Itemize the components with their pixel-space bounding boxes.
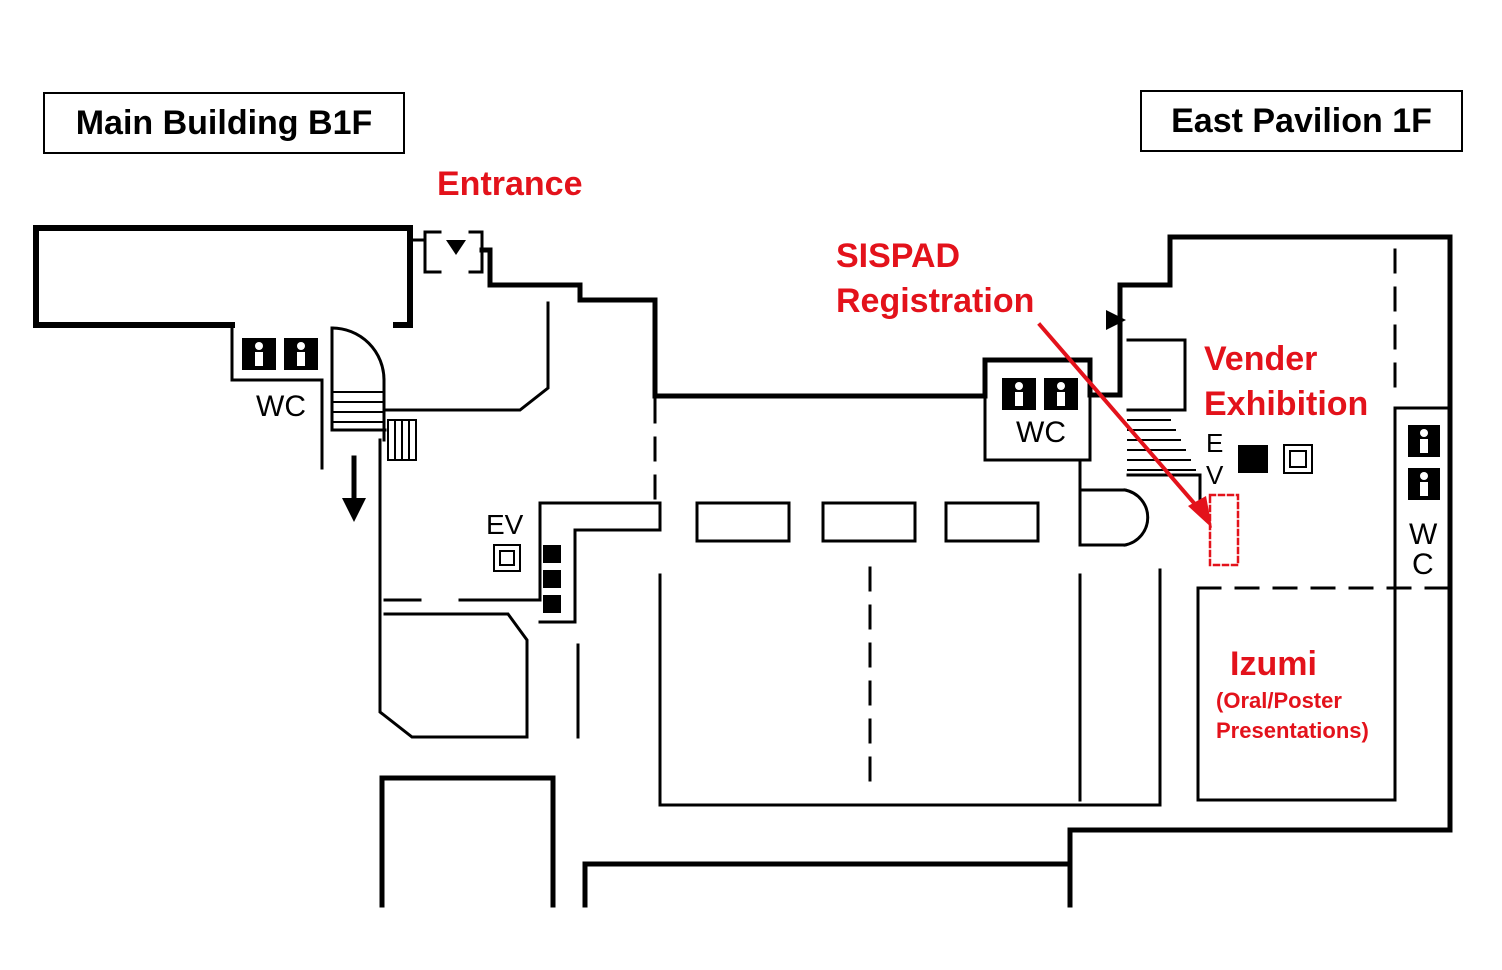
- east-entrance-marker-icon: [1106, 310, 1126, 330]
- registration-arrow: [1037, 322, 1212, 528]
- entrance-door: [408, 230, 484, 274]
- restroom-icons-east: [1408, 425, 1440, 500]
- east-pavilion-label: East Pavilion 1F: [1140, 90, 1463, 152]
- vender-label-line2: Exhibition: [1204, 385, 1369, 423]
- ev-label-east-e: E: [1206, 428, 1223, 458]
- down-arrow-icon: [342, 455, 366, 522]
- izumi-sub-line2: Presentations): [1216, 718, 1369, 743]
- wc-label-east-c: C: [1412, 548, 1434, 581]
- center-wc-block: [983, 393, 1150, 802]
- ev-label-main: EV: [486, 509, 524, 540]
- elevator-icon-east: [1238, 444, 1313, 474]
- elevator-icon-main: [493, 544, 561, 613]
- wc-label-main: WC: [256, 390, 306, 423]
- wc-label-east-w: W: [1409, 518, 1438, 551]
- registration-label-line2: Registration: [836, 282, 1035, 320]
- registration-label-line1: SISPAD: [836, 237, 961, 275]
- outer-wall: [379, 234, 1453, 908]
- izumi-sub-line1: (Oral/Poster: [1216, 688, 1342, 713]
- restroom-icons-main: [242, 338, 318, 370]
- restroom-icons-center: [1002, 378, 1078, 410]
- izumi-label: Izumi: [1230, 645, 1317, 683]
- vender-booth-marker: [1208, 493, 1240, 567]
- east-pavilion-interior: [1126, 338, 1452, 802]
- stairs-main: [331, 391, 417, 461]
- main-building-label: Main Building B1F: [43, 92, 405, 154]
- entrance-marker-icon: [446, 240, 466, 255]
- vender-label-line1: Vender: [1204, 340, 1318, 378]
- dashed-partitions: [653, 248, 1452, 792]
- ev-label-east-v: V: [1206, 460, 1224, 490]
- main-building-interior: [230, 301, 1162, 807]
- entrance-label: Entrance: [437, 165, 583, 203]
- hall-tables: [695, 501, 1040, 543]
- wc-label-center: WC: [1016, 416, 1066, 449]
- main-building-upper-block: [33, 225, 413, 328]
